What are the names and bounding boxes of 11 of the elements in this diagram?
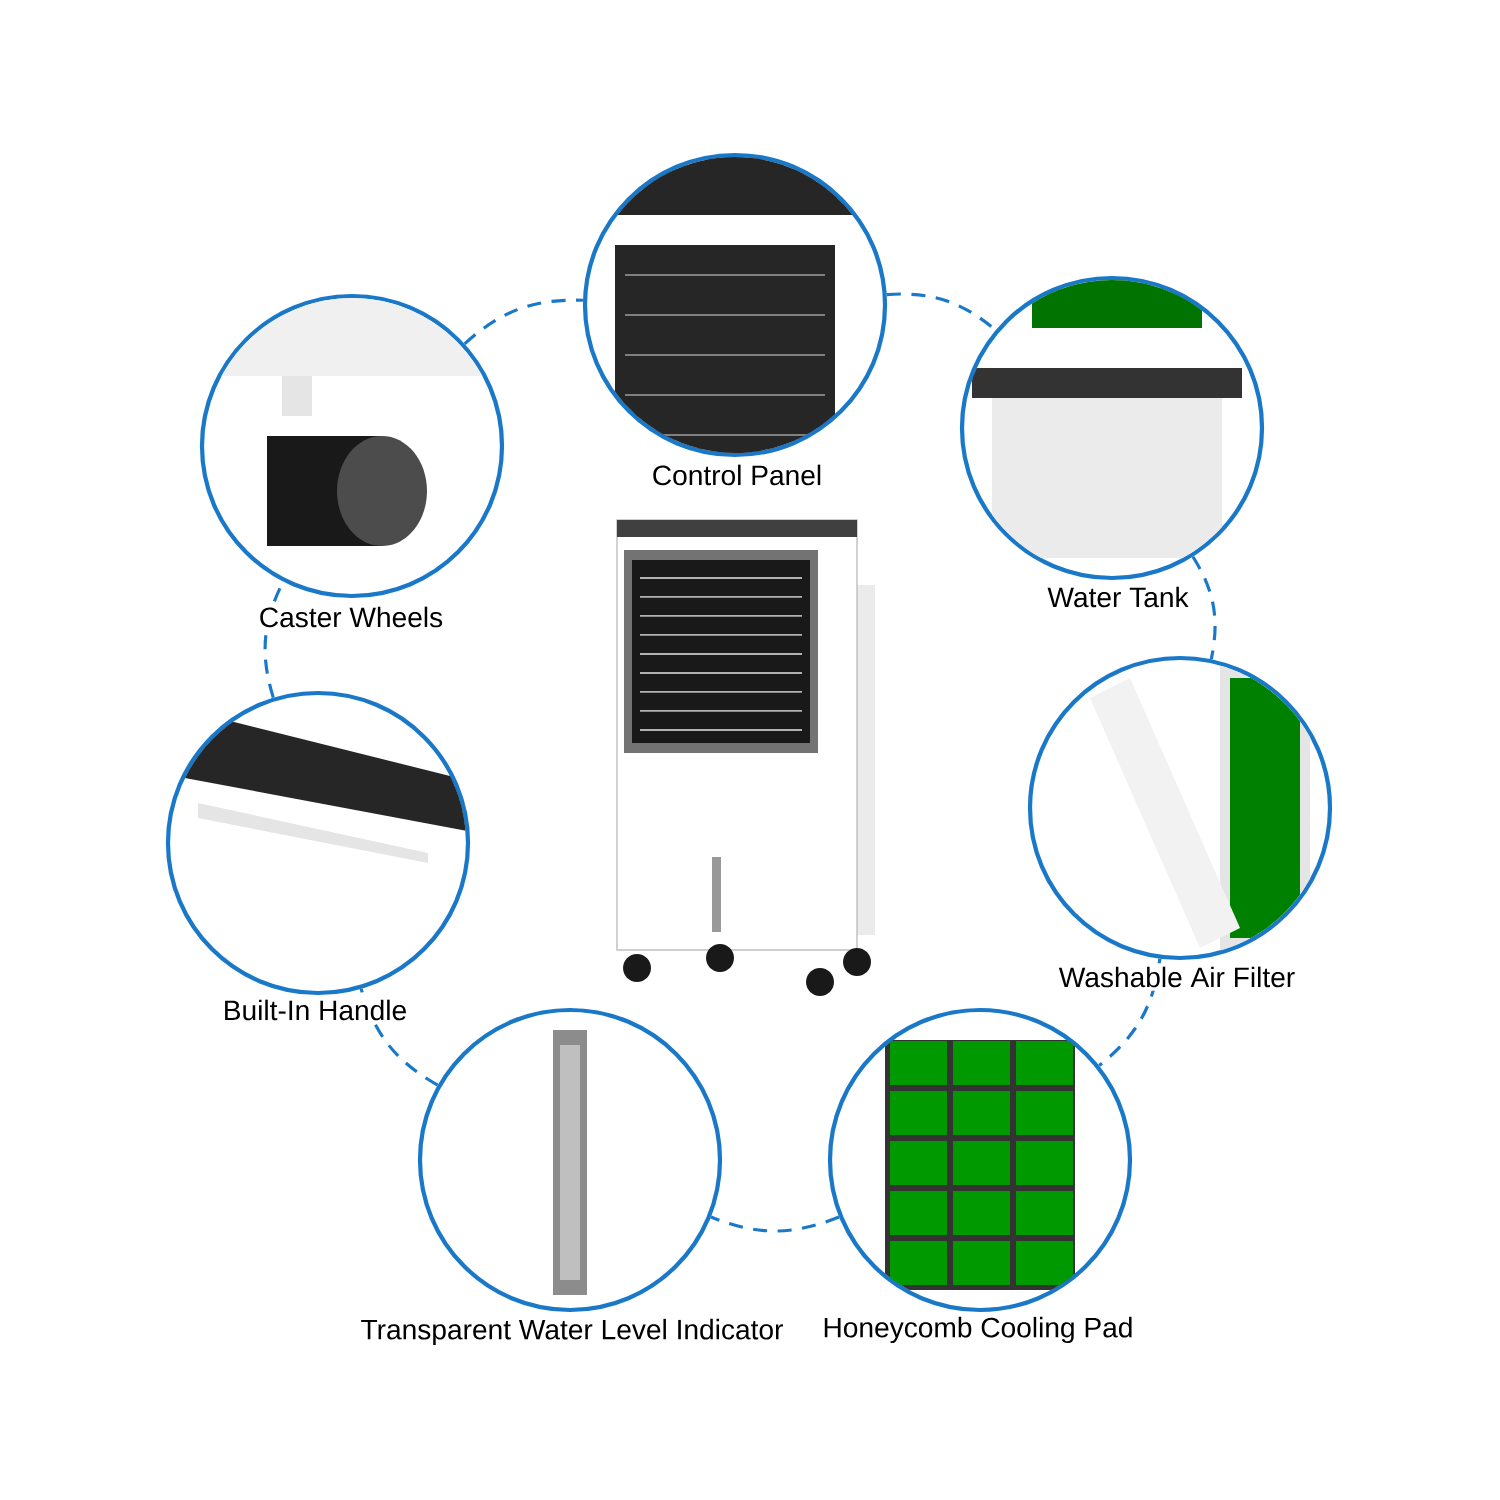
part-label: Caster Wheels	[255, 603, 447, 631]
part-label: Water Tank	[1043, 583, 1193, 611]
part-label: Washable Air Filter	[1055, 963, 1299, 991]
dashed-connector	[710, 1215, 840, 1233]
part-label: Control Panel	[648, 461, 826, 489]
part-label: Honeycomb Cooling Pad	[819, 1313, 1138, 1347]
part-label: Transparent Water Level Indicator	[357, 1315, 787, 1349]
dashed-connector	[1098, 958, 1162, 1067]
dashed-connector	[463, 298, 583, 345]
dashed-connector	[1191, 555, 1217, 660]
part-label: Built-In Handle	[219, 996, 411, 1024]
